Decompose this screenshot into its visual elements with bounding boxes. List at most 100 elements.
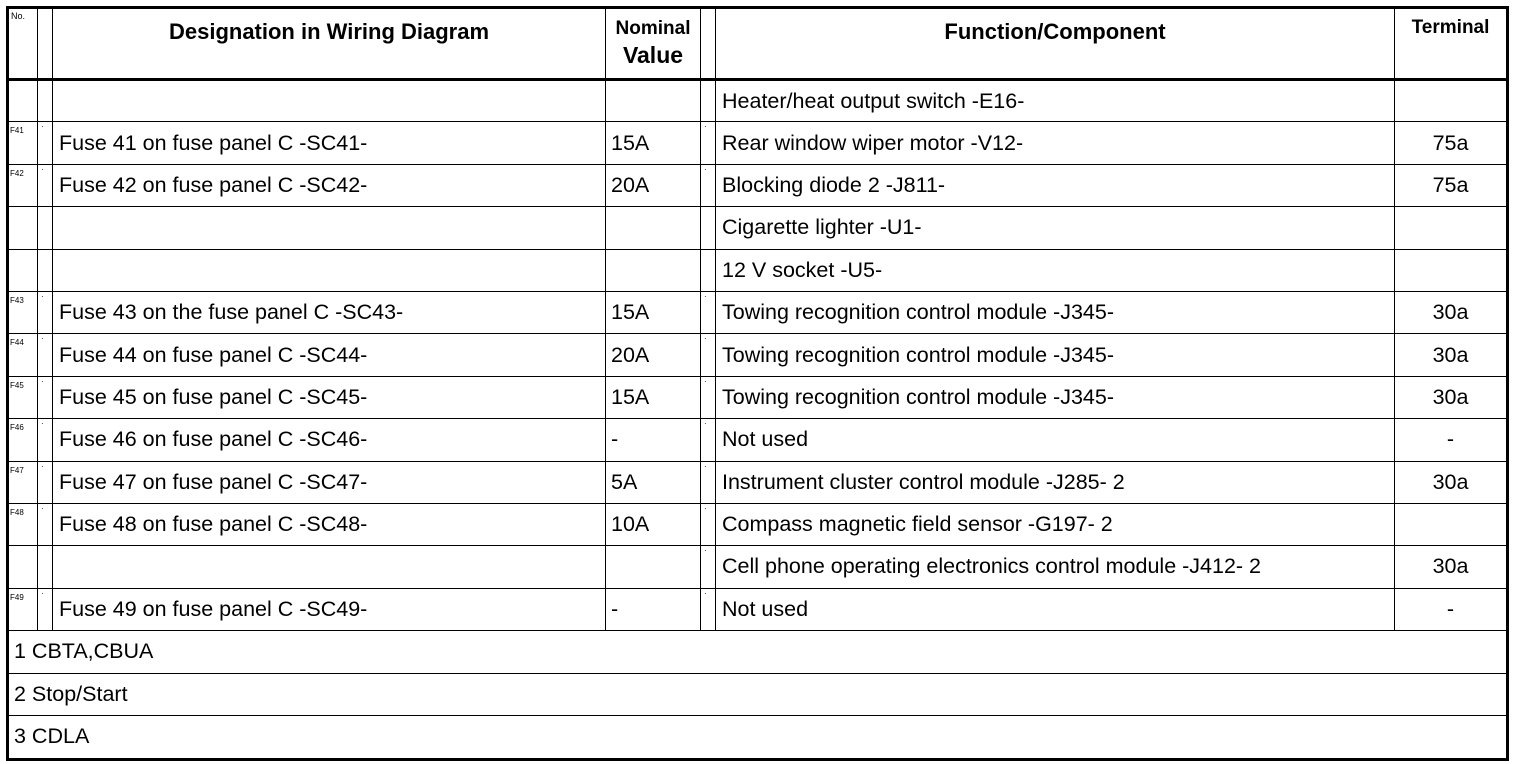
table-row: ·Cell phone operating electronics contro… bbox=[7, 545, 1508, 589]
terminal-cell: 30a bbox=[1394, 460, 1508, 504]
designation-cell bbox=[52, 206, 606, 250]
footnote-row: 1 CBTA,CBUA bbox=[7, 630, 1508, 674]
row-marker bbox=[37, 248, 53, 292]
terminal-cell: - bbox=[1394, 418, 1508, 462]
fuse-number bbox=[7, 248, 38, 292]
table-row: F47·Fuse 47 on fuse panel C -SC47-5A·Ins… bbox=[7, 460, 1508, 504]
row-marker: · bbox=[37, 460, 53, 504]
separator-cell bbox=[700, 206, 716, 250]
footnote-text: 3 CDLA bbox=[7, 715, 1508, 760]
separator-cell: · bbox=[700, 290, 716, 335]
fuse-number bbox=[7, 206, 38, 250]
fuse-number: F48 bbox=[7, 502, 38, 547]
row-marker bbox=[37, 78, 53, 123]
footnote-row: 2 Stop/Start bbox=[7, 672, 1508, 717]
separator-cell: · bbox=[700, 587, 716, 632]
designation-cell: Fuse 49 on fuse panel C -SC49- bbox=[52, 587, 606, 632]
nominal-value-cell bbox=[605, 206, 701, 250]
fuse-table: No. Designation in Wiring Diagram Nomina… bbox=[6, 6, 1509, 761]
table-row: F43·Fuse 43 on the fuse panel C -SC43-15… bbox=[7, 290, 1508, 335]
fuse-number bbox=[7, 78, 38, 123]
separator-cell: · bbox=[700, 163, 716, 208]
designation-cell: Fuse 45 on fuse panel C -SC45- bbox=[52, 375, 606, 420]
separator-cell: · bbox=[700, 418, 716, 462]
function-cell: Towing recognition control module -J345- bbox=[715, 290, 1395, 335]
nominal-value-cell: - bbox=[605, 418, 701, 462]
designation-cell: Fuse 46 on fuse panel C -SC46- bbox=[52, 418, 606, 462]
row-marker bbox=[37, 206, 53, 250]
row-marker: · bbox=[37, 502, 53, 547]
table-row: F42·Fuse 42 on fuse panel C -SC42-20A·Bl… bbox=[7, 163, 1508, 208]
fuse-number: F44 bbox=[7, 333, 38, 377]
nominal-value-cell: 15A bbox=[605, 290, 701, 335]
row-marker: · bbox=[37, 375, 53, 420]
terminal-cell: 75a bbox=[1394, 163, 1508, 208]
header-terminal: Terminal bbox=[1394, 7, 1508, 81]
fuse-number bbox=[7, 545, 38, 589]
terminal-cell bbox=[1394, 78, 1508, 123]
function-cell: Cell phone operating electronics control… bbox=[715, 545, 1395, 589]
row-marker: · bbox=[37, 163, 53, 208]
header-no: No. bbox=[7, 7, 38, 81]
nominal-value-cell: 15A bbox=[605, 121, 701, 165]
row-marker bbox=[37, 545, 53, 589]
terminal-cell bbox=[1394, 502, 1508, 547]
separator-cell: · bbox=[700, 545, 716, 589]
separator-cell bbox=[700, 248, 716, 292]
table-row: F49·Fuse 49 on fuse panel C -SC49--·Not … bbox=[7, 587, 1508, 632]
table-row: Cigarette lighter -U1- bbox=[7, 206, 1508, 250]
table-row: F45·Fuse 45 on fuse panel C -SC45-15A·To… bbox=[7, 375, 1508, 420]
designation-cell: Fuse 48 on fuse panel C -SC48- bbox=[52, 502, 606, 547]
terminal-cell: 30a bbox=[1394, 333, 1508, 377]
fuse-number: F49 bbox=[7, 587, 38, 632]
terminal-cell: 30a bbox=[1394, 375, 1508, 420]
header-nominal-value: Nominal Value bbox=[605, 7, 701, 81]
header-blank bbox=[37, 7, 53, 81]
designation-cell: Fuse 43 on the fuse panel C -SC43- bbox=[52, 290, 606, 335]
footnote-row: 3 CDLA bbox=[7, 715, 1508, 760]
row-marker: · bbox=[37, 418, 53, 462]
nominal-value-cell bbox=[605, 248, 701, 292]
function-cell: Instrument cluster control module -J285-… bbox=[715, 460, 1395, 504]
table-body: Heater/heat output switch -E16-F41·Fuse … bbox=[7, 78, 1508, 760]
terminal-cell bbox=[1394, 206, 1508, 250]
separator-cell: · bbox=[700, 121, 716, 165]
designation-cell: Fuse 42 on fuse panel C -SC42- bbox=[52, 163, 606, 208]
row-marker: · bbox=[37, 290, 53, 335]
header-nominal-line2: Value bbox=[622, 42, 684, 68]
fuse-number: F45 bbox=[7, 375, 38, 420]
table-row: F48·Fuse 48 on fuse panel C -SC48-10A·Co… bbox=[7, 502, 1508, 547]
table-row: F44·Fuse 44 on fuse panel C -SC44-20A·To… bbox=[7, 333, 1508, 377]
function-cell: Cigarette lighter -U1- bbox=[715, 206, 1395, 250]
table-header: No. Designation in Wiring Diagram Nomina… bbox=[7, 7, 1508, 81]
function-cell: 12 V socket -U5- bbox=[715, 248, 1395, 292]
function-cell: Rear window wiper motor -V12- bbox=[715, 121, 1395, 165]
fuse-number: F47 bbox=[7, 460, 38, 504]
separator-cell: · bbox=[700, 502, 716, 547]
designation-cell: Fuse 41 on fuse panel C -SC41- bbox=[52, 121, 606, 165]
row-marker: · bbox=[37, 121, 53, 165]
nominal-value-cell: 5A bbox=[605, 460, 701, 504]
function-cell: Towing recognition control module -J345- bbox=[715, 375, 1395, 420]
function-cell: Not used bbox=[715, 418, 1395, 462]
table-row: 12 V socket -U5- bbox=[7, 248, 1508, 292]
function-cell: Blocking diode 2 -J811- bbox=[715, 163, 1395, 208]
separator-cell: · bbox=[700, 375, 716, 420]
fuse-number: F41 bbox=[7, 121, 38, 165]
separator-cell: · bbox=[700, 333, 716, 377]
function-cell: Compass magnetic field sensor -G197- 2 bbox=[715, 502, 1395, 547]
nominal-value-cell: 10A bbox=[605, 502, 701, 547]
fuse-number: F43 bbox=[7, 290, 38, 335]
designation-cell bbox=[52, 78, 606, 123]
footnote-text: 1 CBTA,CBUA bbox=[7, 630, 1508, 674]
header-nominal-line1: Nominal bbox=[615, 18, 691, 39]
fuse-number: F46 bbox=[7, 418, 38, 462]
function-cell: Heater/heat output switch -E16- bbox=[715, 78, 1395, 123]
table-row: F41·Fuse 41 on fuse panel C -SC41-15A·Re… bbox=[7, 121, 1508, 165]
nominal-value-cell: 15A bbox=[605, 375, 701, 420]
fuse-number: F42 bbox=[7, 163, 38, 208]
row-marker: · bbox=[37, 333, 53, 377]
nominal-value-cell: 20A bbox=[605, 163, 701, 208]
function-cell: Not used bbox=[715, 587, 1395, 632]
table-row: Heater/heat output switch -E16- bbox=[7, 78, 1508, 123]
